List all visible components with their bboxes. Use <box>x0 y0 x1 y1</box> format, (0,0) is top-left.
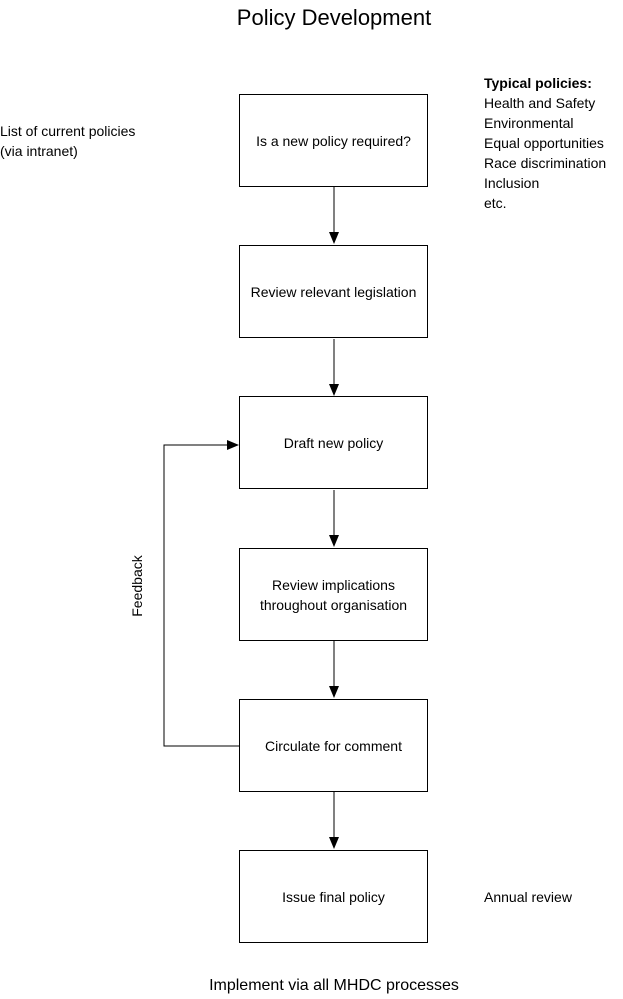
feedback-label: Feedback <box>129 555 145 617</box>
step-label: Draft new policy <box>283 434 384 451</box>
annual-review-note: Annual review <box>484 889 572 905</box>
step-box-review-implications: Review implications throughout organisat… <box>239 548 428 641</box>
current-policies-line-1: List of current policies <box>0 123 136 139</box>
typical-policies-heading: Typical policies: <box>484 75 592 91</box>
footer-note: Implement via all MHDC processes <box>209 977 459 994</box>
policy-item: Health and Safety <box>484 95 596 111</box>
policy-item: Inclusion <box>484 175 540 191</box>
step-label: Review implications throughout organisat… <box>259 576 408 613</box>
policy-item: Race discrimination <box>484 155 607 171</box>
step-label: Review relevant legislation <box>250 283 417 300</box>
step-box-review-legislation: Review relevant legislation <box>239 245 428 338</box>
current-policies-note: List of current policies (via intranet) <box>0 121 135 161</box>
step-box-new-policy-required: Is a new policy required? <box>239 94 428 187</box>
step-label: Is a new policy required? <box>256 132 411 149</box>
step-box-issue-final-policy: Issue final policy <box>239 850 428 943</box>
step-box-draft-policy: Draft new policy <box>239 396 428 489</box>
step-box-circulate-comment: Circulate for comment <box>239 699 428 792</box>
step-label: Issue final policy <box>282 888 385 905</box>
feedback-loop-arrow <box>163 440 239 747</box>
policy-item: Environmental <box>484 115 574 131</box>
typical-policies-list: Typical policies: Health and Safety Envi… <box>484 73 606 213</box>
diagram-title: Policy Development <box>236 5 432 30</box>
current-policies-line-2: (via intranet) <box>0 143 78 159</box>
policy-item: etc. <box>484 195 507 211</box>
step-label: Circulate for comment <box>265 737 402 754</box>
policy-item: Equal opportunities <box>484 135 604 151</box>
